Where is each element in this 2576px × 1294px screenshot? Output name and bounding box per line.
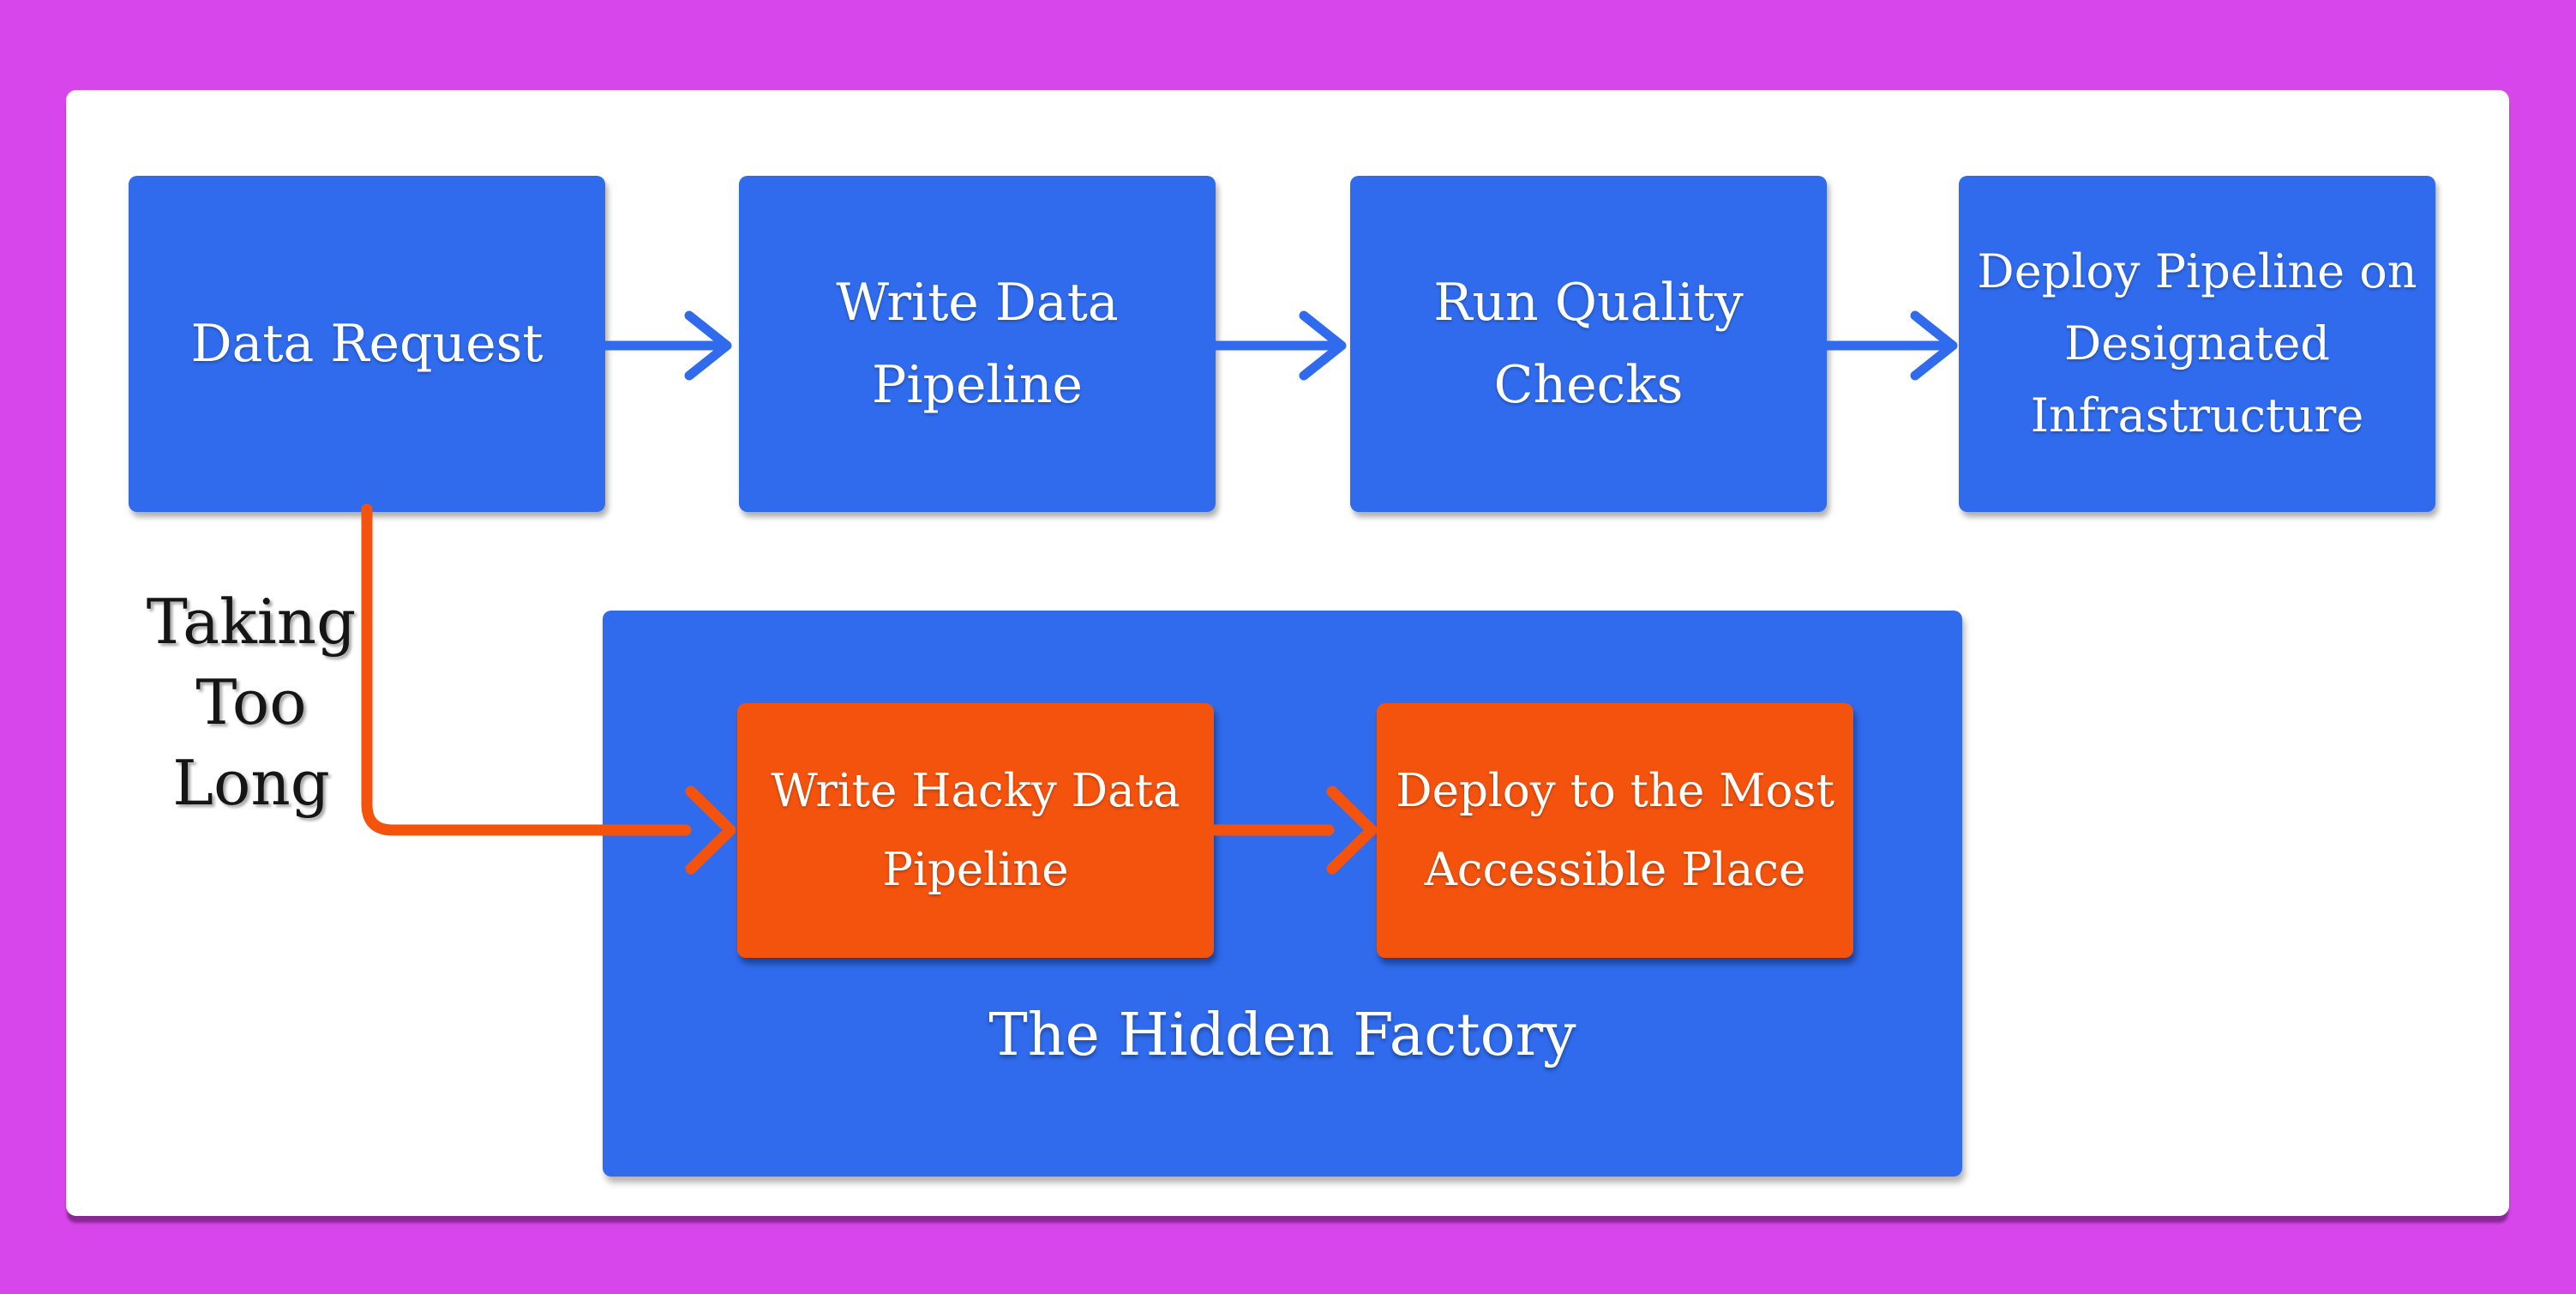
flow-box-run-quality-checks: Run Quality Checks bbox=[1350, 176, 1827, 512]
flow-box-label: Checks bbox=[1493, 355, 1684, 415]
flow-box-label: Deploy Pipeline on bbox=[1977, 244, 2417, 298]
factory-box-label: Pipeline bbox=[882, 843, 1069, 896]
flow-box-label: Run Quality bbox=[1433, 273, 1744, 333]
branch-label-line: Taking bbox=[146, 586, 357, 658]
hidden-factory-title: The Hidden Factory bbox=[988, 1002, 1576, 1069]
flow-box-data-request: Data Request bbox=[129, 176, 605, 512]
factory-box-label: Write Hacky Data bbox=[771, 764, 1180, 817]
factory-box-label: Accessible Place bbox=[1424, 843, 1806, 896]
flow-box-label: Infrastructure bbox=[2030, 388, 2364, 442]
flow-box-write-data-pipeline: Write Data Pipeline bbox=[739, 176, 1216, 512]
branch-label-line: Long bbox=[172, 747, 330, 819]
branch-label-taking-too-long: Taking Too Long bbox=[94, 581, 408, 823]
factory-box-label: Deploy to the Most bbox=[1396, 764, 1834, 817]
flow-box-label: Pipeline bbox=[871, 355, 1083, 415]
flow-box-label: Designated bbox=[2064, 316, 2330, 370]
flow-box-label: Write Data bbox=[836, 273, 1119, 333]
flow-box-label: Data Request bbox=[190, 314, 543, 374]
flow-box-deploy-pipeline: Deploy Pipeline on Designated Infrastruc… bbox=[1959, 176, 2435, 512]
factory-box-deploy-accessible: Deploy to the Most Accessible Place bbox=[1377, 703, 1853, 958]
factory-box-write-hacky-pipeline: Write Hacky Data Pipeline bbox=[737, 703, 1214, 958]
branch-label-line: Too bbox=[195, 666, 307, 738]
